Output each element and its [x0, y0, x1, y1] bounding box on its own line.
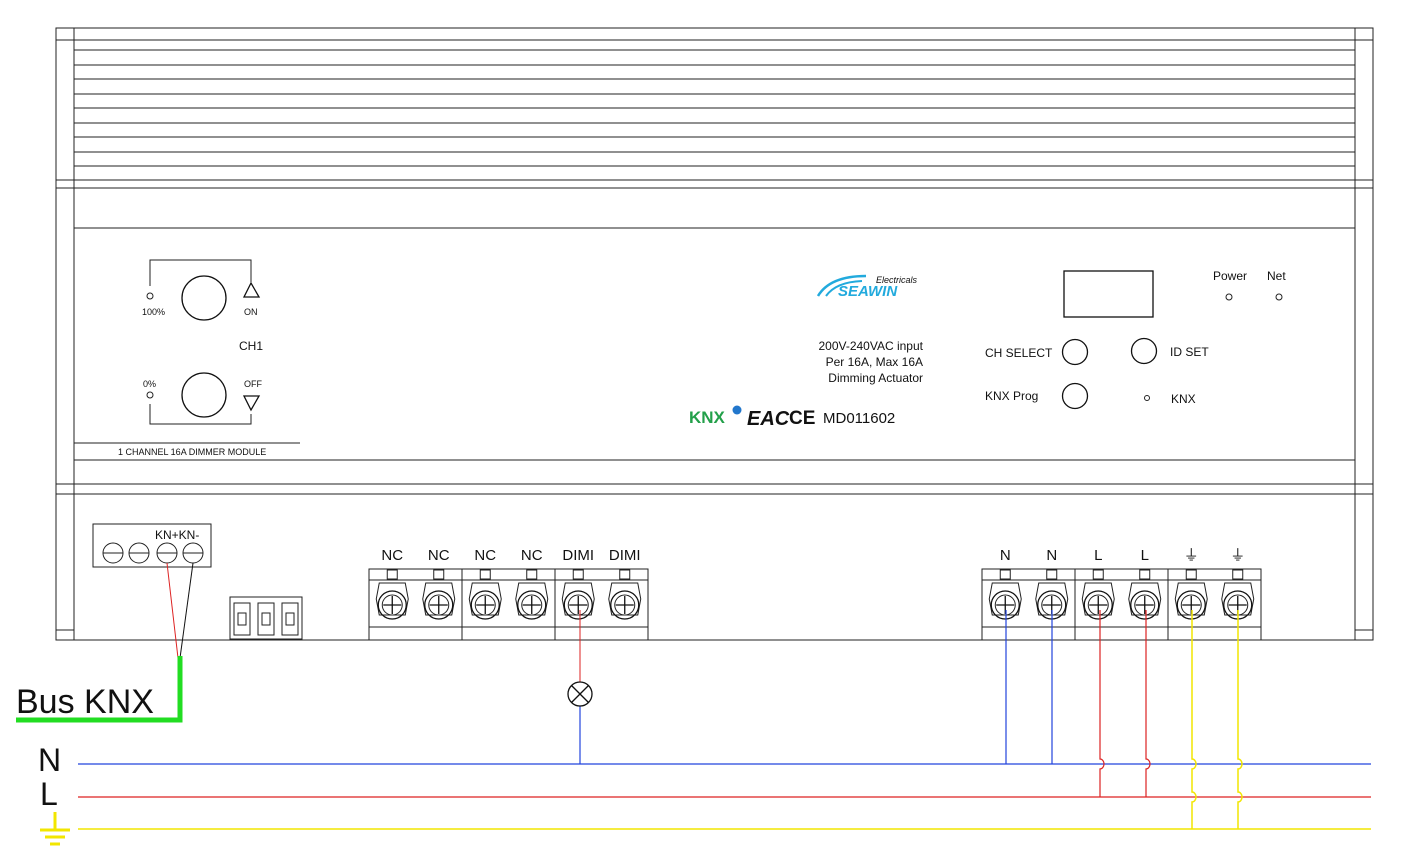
terminal-label: DIMI: [562, 547, 594, 564]
knx-led: [1144, 395, 1150, 401]
terminal-screw[interactable]: [563, 590, 593, 620]
terminal-screw[interactable]: [377, 590, 407, 620]
level-high-led: [146, 292, 154, 300]
knx-bus-cable: [16, 656, 183, 723]
spec-line-2: Per 16A, Max 16A: [826, 355, 923, 369]
up-arrow-icon: [242, 281, 261, 298]
terminal-label: N: [1000, 547, 1011, 564]
neutral-label: N: [38, 742, 61, 778]
terminal-module: [1167, 568, 1262, 641]
level-high-label: 100%: [142, 307, 165, 317]
terminal-screw[interactable]: [424, 590, 454, 620]
knx-led-label: KNX: [1171, 392, 1196, 406]
net-label: Net: [1267, 269, 1286, 283]
terminal-screw[interactable]: [470, 590, 500, 620]
power-led: [1225, 293, 1233, 301]
supply-terminal-block: N N L L ⏚ ⏚: [981, 547, 1262, 641]
ce-mark: CE: [789, 408, 815, 429]
control-block: Power Net CH SELECT ID SET KNX Prog KNX: [985, 269, 1286, 410]
off-label: OFF: [244, 379, 262, 389]
cooling-fins: [74, 39, 1355, 167]
aux-connector: [229, 596, 303, 640]
eac-mark-text: EAC: [747, 408, 790, 430]
terminal-module: [554, 568, 649, 641]
seawin-logo: Electricals SEAWIN: [816, 274, 918, 300]
earth-icon: [40, 812, 70, 846]
ch-select-button[interactable]: [1061, 338, 1089, 366]
channel-block: 100% ON CH1 0% OFF 1 CHANNEL 16A DIMMER …: [118, 259, 266, 457]
id-set-label: ID SET: [1170, 345, 1209, 359]
brand-name: SEAWIN: [838, 283, 898, 300]
brand-block: Electricals SEAWIN 200V-240VAC input Per…: [689, 274, 924, 430]
device-housing: [55, 27, 1374, 641]
terminal-label: NC: [381, 547, 403, 564]
spec-line-1: 200V-240VAC input: [818, 339, 923, 353]
lamp-icon: [567, 681, 593, 707]
on-label: ON: [244, 307, 258, 317]
id-set-button[interactable]: [1130, 337, 1158, 365]
line-label: L: [40, 776, 58, 812]
level-low-led: [146, 391, 154, 399]
bus-knx-label: Bus KNX: [16, 683, 154, 721]
module-caption: 1 CHANNEL 16A DIMMER MODULE: [118, 447, 266, 457]
knx-red-wire: [166, 562, 179, 659]
wiring: Bus KNX N L: [16, 562, 1371, 846]
terminal-screw[interactable]: [610, 590, 640, 620]
terminal-label: NC: [428, 547, 450, 564]
terminal-label: ⏚: [1230, 547, 1245, 564]
terminal-screw[interactable]: [517, 590, 547, 620]
terminal-screw[interactable]: [1083, 590, 1113, 620]
terminal-label: DIMI: [609, 547, 641, 564]
model-number: MD011602: [823, 410, 895, 427]
ch1-off-button[interactable]: [181, 372, 227, 418]
ch-select-label: CH SELECT: [985, 346, 1053, 360]
terminal-label: L: [1094, 547, 1102, 564]
knx-prog-label: KNX Prog: [985, 389, 1038, 403]
eac-cert-mark: EAC: [747, 408, 790, 430]
spec-line-3: Dimming Actuator: [828, 371, 923, 385]
knx-logo-text: KNX: [689, 408, 726, 427]
knx-cert-logo: KNX: [689, 405, 742, 427]
knx-black-wire: [179, 562, 194, 659]
terminal-label: ⏚: [1184, 547, 1199, 564]
output-terminal-block: NC NC NC NC DIMI DIMI: [368, 547, 649, 641]
channel-name: CH1: [239, 339, 263, 353]
net-led: [1275, 293, 1283, 301]
terminal-label: N: [1046, 547, 1057, 564]
down-arrow-icon: [242, 395, 261, 412]
brand-small: Electricals: [876, 275, 918, 285]
terminal-label: NC: [521, 547, 543, 564]
power-label: Power: [1213, 269, 1247, 283]
terminal-label: L: [1141, 547, 1149, 564]
terminal-screw[interactable]: [990, 590, 1020, 620]
ch1-on-button[interactable]: [181, 275, 227, 321]
knx-bus-terminal: KN+KN-: [92, 523, 212, 568]
level-low-label: 0%: [143, 379, 156, 389]
terminal-label: NC: [474, 547, 496, 564]
bus-terminal-labels: KN+KN-: [155, 528, 199, 542]
front-panel: [73, 227, 1356, 461]
knx-prog-button[interactable]: [1061, 382, 1089, 410]
terminal-screw[interactable]: [1130, 590, 1160, 620]
display-window: [1063, 270, 1154, 318]
